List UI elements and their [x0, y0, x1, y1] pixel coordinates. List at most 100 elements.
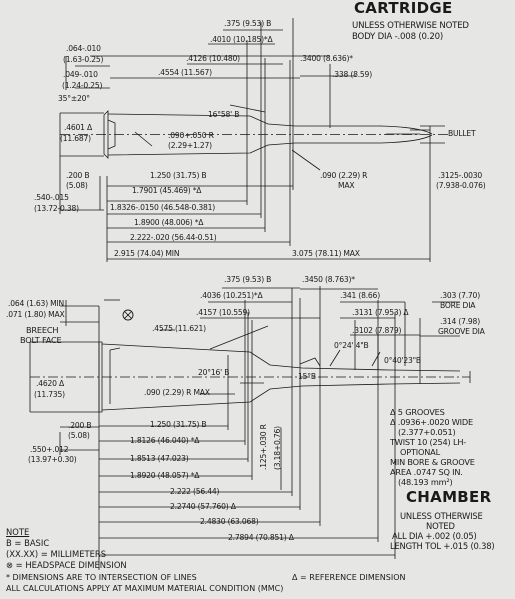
chamber-sub3: ALL DIA +.002 (0.05)	[392, 531, 477, 541]
ch-dim-21: (11.735)	[34, 390, 65, 399]
cartridge-dimension-lines	[59, 18, 445, 262]
cart-dim-11: .4601 Δ	[64, 123, 92, 132]
cart-dim-9: (1.24-0.25)	[62, 81, 103, 90]
cart-dim-26: (13.72-0.38)	[34, 204, 79, 213]
cart-dim-31: 3.075 (78.11) MAX	[292, 249, 360, 258]
cart-dim-23: (7.938-0.076)	[436, 181, 486, 190]
ch-dim-15: .3102 (7.879)	[352, 326, 402, 335]
headspace-symbol-graphic	[122, 309, 134, 321]
note-line-5: ALL CALCULATIONS APPLY AT MAXIMUM MATERI…	[6, 584, 284, 593]
ch-dim-30: 1.8126 (46.040) *Δ	[130, 436, 200, 445]
ch-dim-19: 0°40'23"B	[384, 356, 421, 365]
rifling-line-3: TWIST 10 (254) LH-	[390, 437, 467, 447]
ch-dim-0: .375 (9.53) B	[224, 275, 272, 284]
ch-dim-20: .4620 Δ	[36, 379, 64, 388]
rifling-line-5: MIN BORE & GROOVE	[390, 457, 475, 467]
ch-dim-3: .303 (7.70)	[440, 291, 480, 300]
note-line-0: B = BASIC	[6, 538, 50, 548]
rifling-line-4: OPTIONAL	[400, 447, 440, 457]
ch-dim-12: .3131 (7.953) Δ	[352, 308, 409, 317]
ch-dim-28: .550+.012	[30, 445, 69, 454]
cart-dim-16: BULLET	[448, 129, 476, 138]
rifling-line-0: Δ 5 GROOVES	[390, 407, 445, 417]
ch-dim-5: .4157 (10.559)	[196, 308, 250, 317]
ch-dim-18: 15°B	[298, 372, 316, 381]
ch-dim-8: GROOVE DIA	[438, 327, 485, 336]
cart-dim-25: .540-.015	[34, 193, 69, 202]
ch-dim-24: (5.08)	[68, 431, 90, 440]
cart-dim-5: .4554 (11.567)	[158, 68, 212, 77]
headspace-symbol: ⊗	[122, 309, 130, 317]
ch-dim-26: .125+.030 R	[259, 424, 268, 470]
chamber-outline	[30, 325, 470, 413]
cartridge-subtitle: UNLESS OTHERWISE NOTED	[352, 21, 469, 31]
cart-dim-1: .4010 (10.185)*Δ	[210, 35, 273, 44]
cart-dim-28: 1.8900 (48.006) *Δ	[134, 218, 204, 227]
ch-dim-35: 2.4830 (63.068)	[200, 517, 259, 526]
cart-dim-22: .3125-.0030	[438, 171, 483, 180]
note-line-3: * DIMENSIONS ARE TO INTERSECTION OF LINE…	[6, 573, 197, 582]
ch-dim-29: (13.97+0.30)	[28, 455, 77, 464]
ch-dim-31: 1.8513 (47.023)	[130, 454, 189, 463]
ch-dim-2: .4036 (10.251)*Δ	[200, 291, 263, 300]
note-line-2: ⊗ = HEADSPACE DIMENSION	[6, 560, 127, 570]
note-line-4: Δ = REFERENCE DIMENSION	[292, 573, 406, 582]
cart-dim-12: (11.687)	[60, 134, 91, 143]
ch-dim-17: 20°16' B	[198, 368, 230, 377]
ch-dim-14: BOLT FACE	[20, 335, 62, 345]
ch-dim-27: (3.18+0.76)	[273, 426, 282, 470]
ch-dim-7: .314 (7.98)	[440, 317, 480, 326]
chamber-sub2: NOTED	[426, 521, 455, 531]
cart-dim-18: (5.08)	[66, 181, 88, 190]
ch-dim-13: BREECH	[26, 325, 59, 335]
ch-dim-6: .341 (8.66)	[340, 291, 380, 300]
cart-dim-8: .049-.010	[63, 70, 98, 79]
cartridge-outline	[60, 110, 450, 159]
cart-dim-30: 2.915 (74.04) MIN	[114, 249, 180, 258]
ch-dim-25: 1.250 (31.75) B	[150, 420, 207, 429]
ch-dim-1: .3450 (8.763)*	[302, 275, 355, 284]
cart-dim-17: .200 B	[66, 171, 90, 180]
rifling-line-2: (2.377+0.051)	[398, 427, 456, 437]
cart-dim-7: (1.63-0.25)	[63, 55, 104, 64]
cart-dim-6: .064-.010	[66, 44, 101, 53]
cartridge-title: CARTRIDGE	[354, 0, 453, 17]
cart-dim-4: .338 (8.59)	[332, 70, 372, 79]
notes-heading: NOTE	[6, 527, 30, 537]
cart-dim-29: 2.222-.020 (56.44-0.51)	[130, 233, 217, 242]
ch-dim-36: 2.7894 (70.851) Δ	[228, 533, 294, 542]
chamber-dimension-lines	[29, 286, 471, 570]
rifling-line-6: AREA .0747 SQ IN.	[390, 467, 463, 477]
ch-dim-4: BORE DIA	[440, 301, 476, 310]
cart-dim-10: 35°±20°	[58, 94, 90, 103]
cart-dim-24: 1.7901 (45.469) *Δ	[132, 186, 202, 195]
ch-dim-11: .4575 (11.621)	[152, 324, 206, 333]
chamber-title: CHAMBER	[406, 488, 492, 506]
cart-dim-21: MAX	[338, 181, 355, 190]
ch-dim-9: .064 (1.63) MIN	[8, 299, 65, 308]
cart-dim-0: .375 (9.53) B	[224, 19, 272, 28]
cart-dim-20: .090 (2.29) R	[320, 171, 368, 180]
cart-dim-15: (2.29+1.27)	[168, 141, 212, 150]
chamber-sub4: LENGTH TOL +.015 (0.38)	[390, 541, 495, 551]
rifling-line-1: Δ .0936+.0020 WIDE	[390, 417, 473, 427]
ch-dim-10: .071 (1.80) MAX	[6, 310, 65, 319]
cart-dim-13: 16°58' B	[208, 110, 240, 119]
note-line-1: (XX.XX) = MILLIMETERS	[6, 549, 107, 559]
cart-dim-3: .3400 (8.636)*	[300, 54, 353, 63]
rifling-line-7: (48.193 mm²)	[398, 477, 453, 487]
ch-dim-34: 2.2740 (57.760) Δ	[170, 502, 236, 511]
ch-dim-23: .200 B	[68, 421, 92, 430]
cart-dim-14: .090+.050 R	[168, 131, 214, 140]
ch-dim-22: .090 (2.29) R MAX	[144, 388, 210, 397]
ch-dim-32: 1.8920 (48.057) *Δ	[130, 471, 200, 480]
chamber-sub1: UNLESS OTHERWISE	[400, 511, 483, 521]
cart-dim-19: 1.250 (31.75) B	[150, 171, 207, 180]
cartridge-body-dia: BODY DIA -.008 (0.20)	[352, 32, 444, 42]
cart-dim-2: .4126 (10.480)	[186, 54, 240, 63]
ch-dim-16: 0°24' 4"B	[334, 341, 369, 350]
cart-dim-27: 1.8326-.0150 (46.548-0.381)	[110, 203, 216, 212]
ch-dim-33: 2.222 (56.44)	[170, 487, 220, 496]
